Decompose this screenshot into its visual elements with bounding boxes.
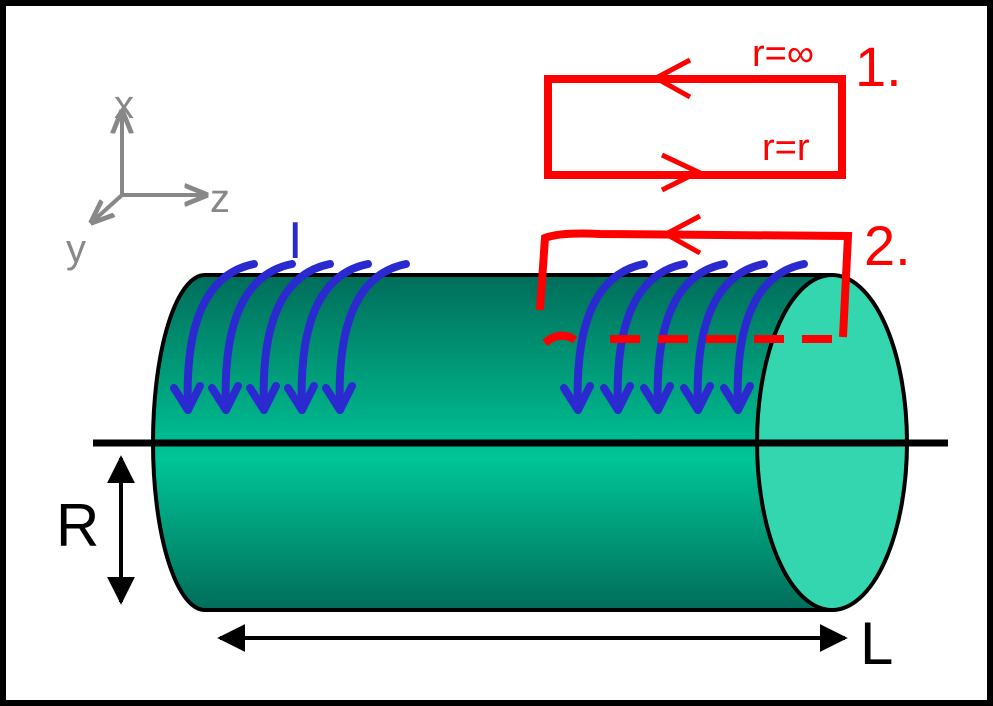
current-arrow-head bbox=[284, 382, 318, 414]
radius-label: R bbox=[56, 492, 99, 559]
current-arrow-line bbox=[613, 260, 688, 414]
current-arrow-head bbox=[246, 382, 280, 414]
length-label: L bbox=[860, 610, 893, 677]
current-arrow-line bbox=[653, 260, 728, 414]
loop-2-dash-start bbox=[542, 331, 578, 347]
y-axis-label: y bbox=[66, 227, 86, 271]
current-arrow-head bbox=[640, 382, 674, 414]
current-arrow-line bbox=[335, 260, 410, 414]
amperian-loop-1 bbox=[544, 57, 846, 193]
loop-1-top-label: r=∞ bbox=[752, 33, 814, 75]
current-arrow-head bbox=[170, 382, 204, 414]
current-arrows-left bbox=[170, 260, 410, 414]
loop-1-bottom-label: r=r bbox=[762, 127, 810, 169]
current-arrow-line bbox=[297, 260, 372, 414]
z-axis-label: z bbox=[210, 177, 230, 221]
current-arrow-head bbox=[208, 382, 242, 414]
amperian-loop-2 bbox=[536, 213, 853, 347]
current-arrow-line bbox=[183, 260, 258, 414]
current-arrow-head bbox=[560, 382, 594, 414]
loop-1-top-arrow bbox=[650, 57, 692, 100]
current-arrow-head bbox=[720, 382, 754, 414]
current-arrow-head bbox=[322, 382, 356, 414]
current-arrow-line bbox=[573, 260, 648, 414]
loop-2-number: 2. bbox=[864, 214, 911, 277]
loop-1-number: 1. bbox=[855, 35, 902, 98]
loop-2-arrow bbox=[660, 213, 702, 256]
current-arrows-right bbox=[560, 260, 808, 414]
loop-1-bottom-arrow bbox=[660, 152, 704, 193]
current-arrow-head bbox=[600, 382, 634, 414]
coordinate-axes bbox=[92, 112, 206, 222]
loop-2-solid-path bbox=[536, 229, 853, 338]
current-arrow-line bbox=[733, 260, 808, 414]
current-arrow-line bbox=[221, 260, 296, 414]
x-axis-label: x bbox=[114, 83, 134, 127]
current-arrow-head bbox=[680, 382, 714, 414]
current-arrow-line bbox=[693, 260, 768, 414]
y-axis-arrow bbox=[92, 193, 124, 222]
current-arrow-line bbox=[259, 260, 334, 414]
current-label: I bbox=[288, 212, 302, 270]
